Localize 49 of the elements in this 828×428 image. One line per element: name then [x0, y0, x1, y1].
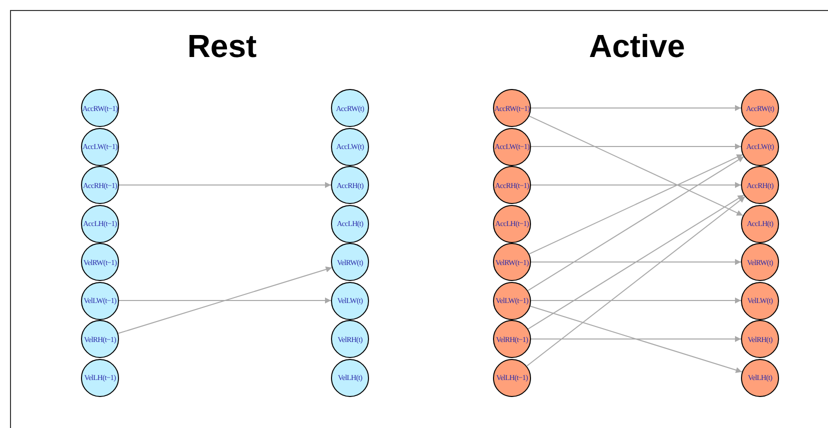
variable-node	[331, 358, 369, 396]
variable-node	[81, 166, 119, 204]
arrow	[530, 259, 742, 265]
variable-node	[81, 89, 119, 127]
arrow	[118, 182, 332, 188]
variable-node	[331, 166, 369, 204]
variable-node	[741, 89, 779, 127]
variable-node	[81, 128, 119, 166]
arrow	[528, 154, 744, 254]
variable-node	[81, 358, 119, 396]
panel-title: Rest	[186, 28, 258, 65]
variable-node	[493, 282, 531, 320]
variable-node	[493, 320, 531, 358]
variable-node	[331, 320, 369, 358]
arrow	[530, 306, 742, 373]
variable-node	[741, 166, 779, 204]
variable-node	[493, 128, 531, 166]
variable-node	[493, 243, 531, 281]
variable-node	[741, 243, 779, 281]
variable-node	[493, 358, 531, 396]
variable-node	[331, 128, 369, 166]
variable-node	[331, 89, 369, 127]
variable-node	[741, 282, 779, 320]
arrow	[528, 194, 744, 330]
variable-node	[81, 282, 119, 320]
arrow	[118, 298, 332, 304]
arrow	[528, 156, 744, 291]
variable-node	[741, 320, 779, 358]
arrow	[530, 105, 742, 111]
variable-node	[331, 282, 369, 320]
arrow	[118, 266, 332, 334]
variable-node	[741, 128, 779, 166]
variable-node	[81, 243, 119, 281]
arrow	[528, 116, 744, 216]
arrow	[530, 336, 742, 342]
variable-node	[741, 358, 779, 396]
variable-node	[493, 166, 531, 204]
arrow	[530, 298, 742, 304]
panel-title: Active	[588, 28, 686, 65]
arrow	[526, 196, 746, 366]
arrow	[530, 182, 742, 188]
arrow	[530, 144, 742, 150]
variable-node	[81, 204, 119, 242]
variable-node	[493, 89, 531, 127]
variable-node	[331, 243, 369, 281]
variable-node	[493, 204, 531, 242]
variable-node	[331, 204, 369, 242]
variable-node	[741, 204, 779, 242]
variable-node	[81, 320, 119, 358]
